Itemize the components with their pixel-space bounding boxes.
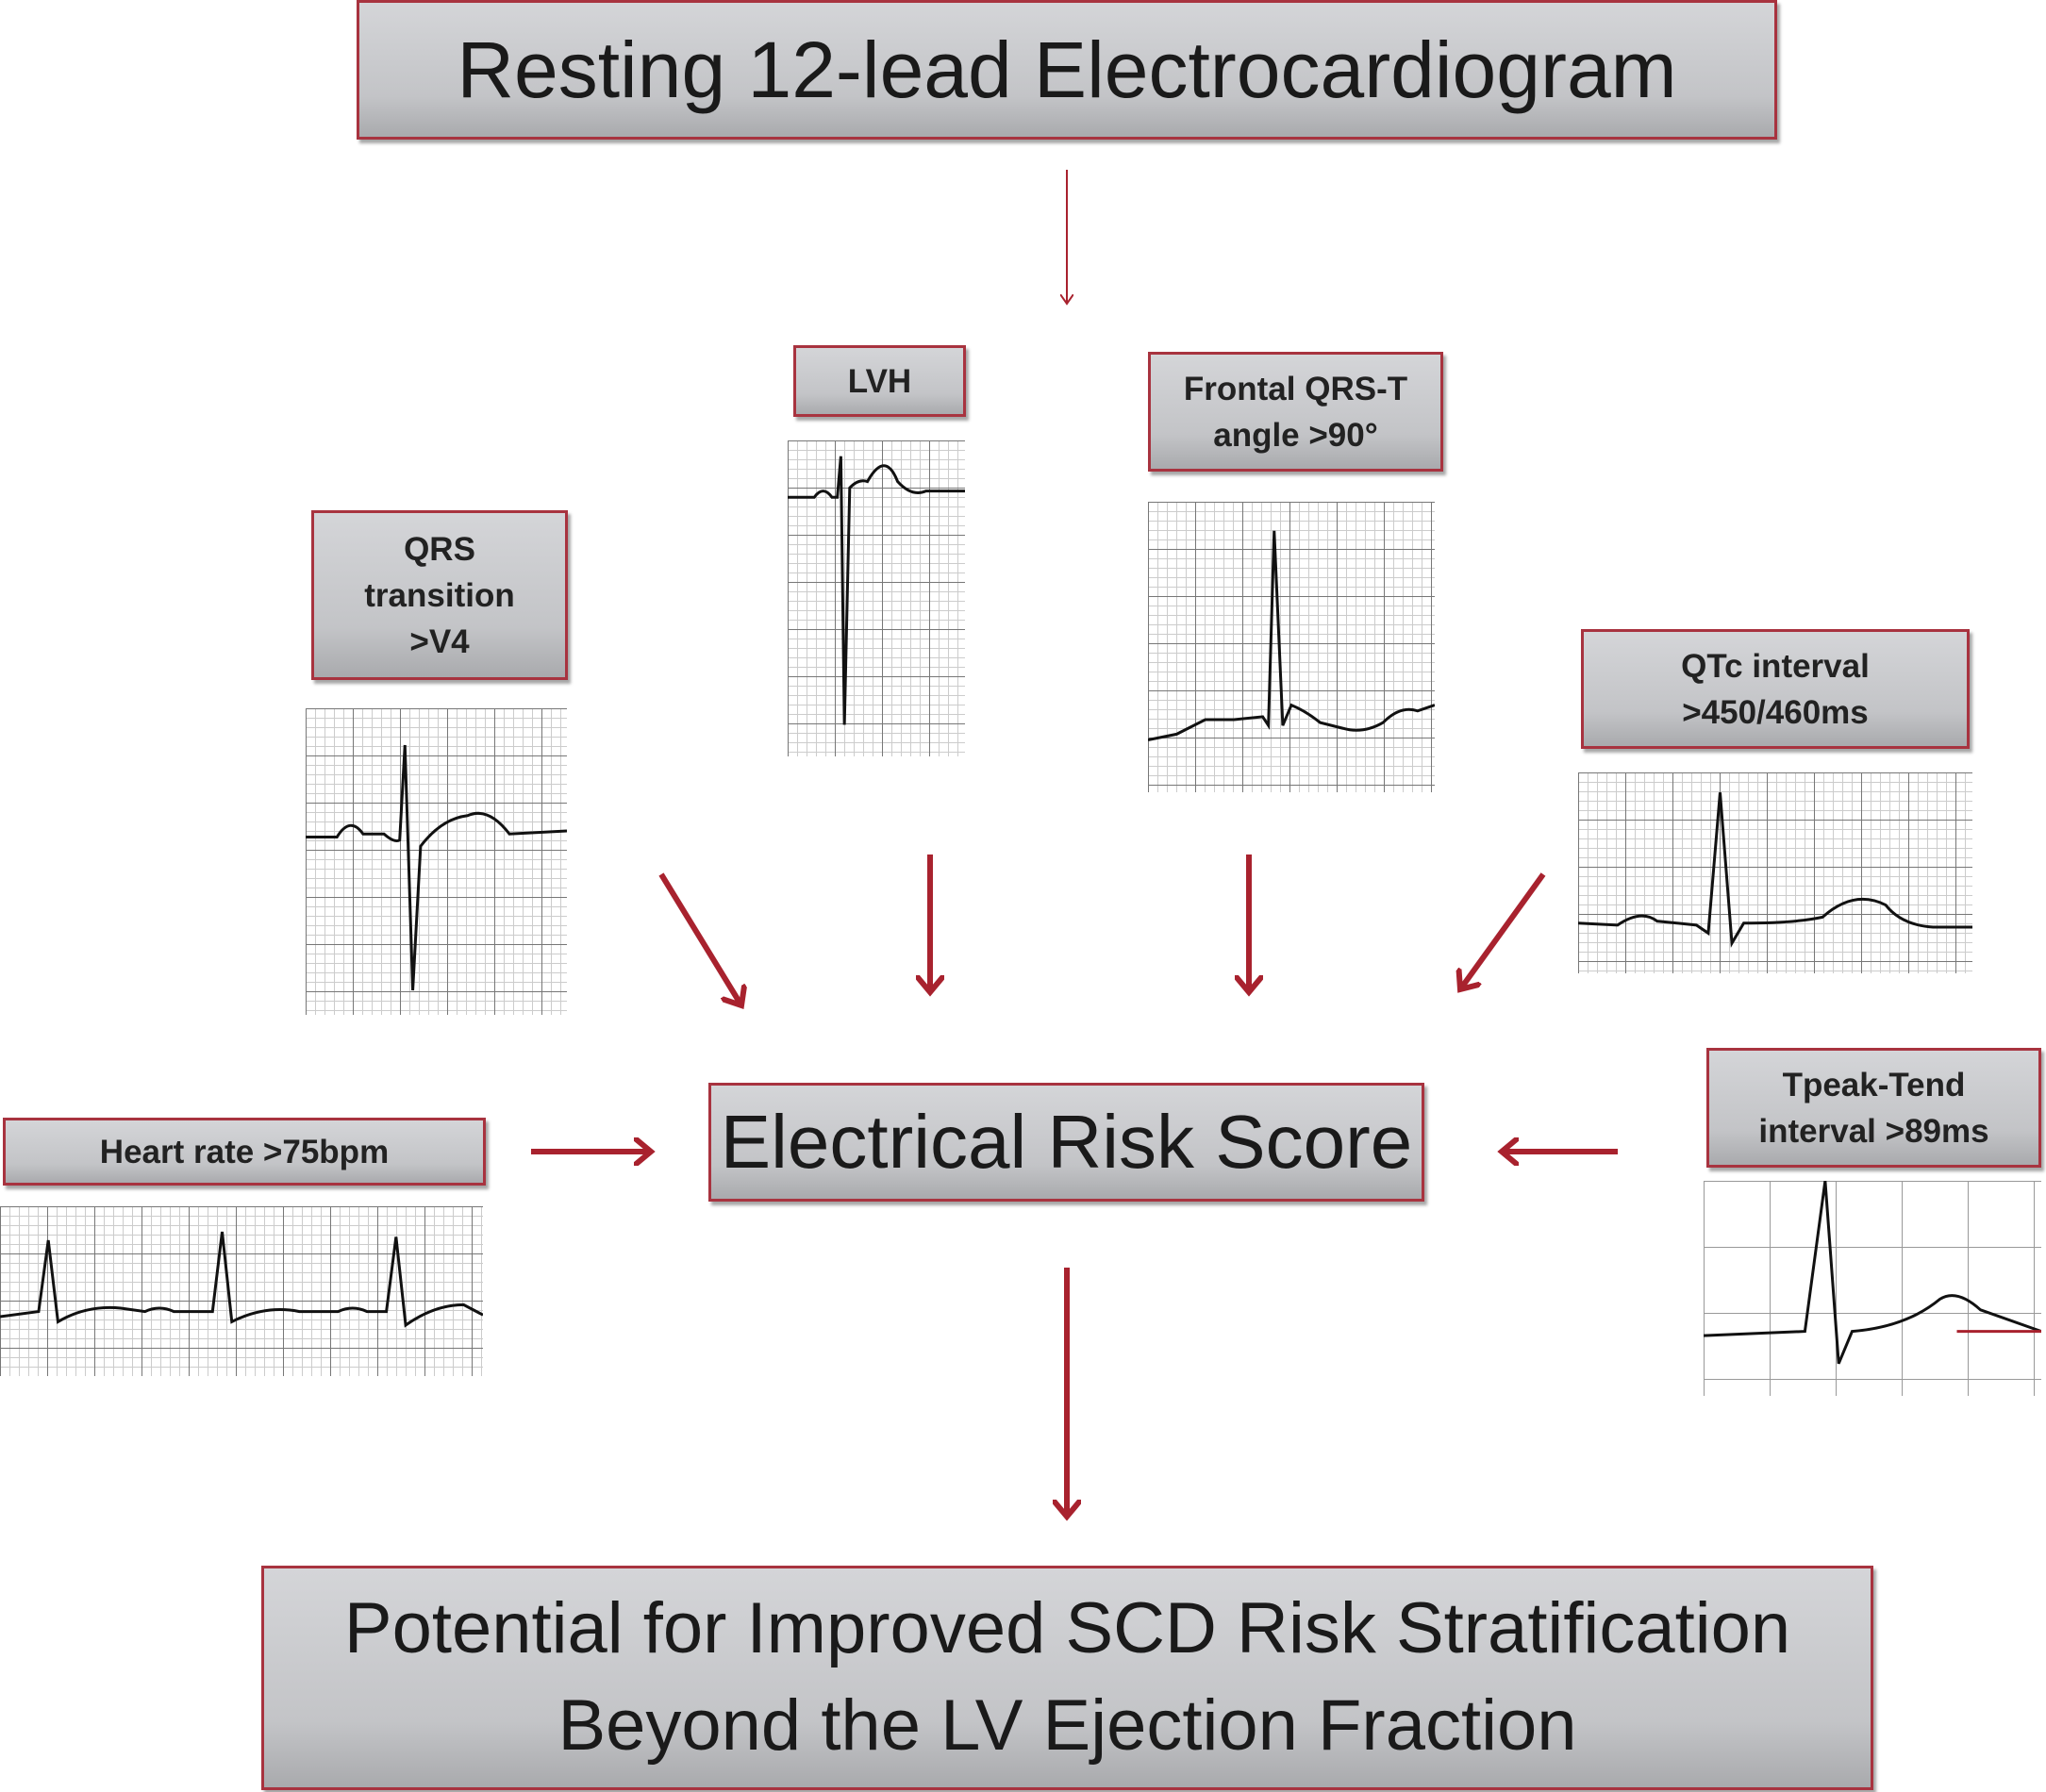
qtc-label-line2: >450/460ms (1682, 693, 1869, 731)
title-box: Resting 12-lead Electrocardiogram (357, 0, 1777, 140)
title-text: Resting 12-lead Electrocardiogram (457, 25, 1677, 114)
outcome-line2: Beyond the LV Ejection Fraction (557, 1685, 1577, 1766)
qrs-label-line1: QRS (404, 530, 475, 568)
outcome-box: Potential for Improved SCD Risk Stratifi… (261, 1566, 1873, 1790)
frontal-label-line2: angle >90° (1213, 416, 1378, 454)
tpeak-label-line1: Tpeak-Tend (1782, 1066, 1966, 1103)
qrs-transition-box: QRS transition >V4 (311, 510, 568, 680)
tpeak-ecg-trace (1704, 1181, 2041, 1396)
lvh-label: LVH (847, 362, 912, 400)
qtc-label-line1: QTc interval (1681, 647, 1870, 685)
arrow-qtc (1460, 872, 1546, 989)
frontal-label-line1: Frontal QRS-T (1183, 370, 1408, 407)
qrs-label-line2: transition (364, 576, 515, 614)
qrs-label-line3: >V4 (409, 622, 470, 660)
heart-rate-ecg-trace (0, 1206, 483, 1376)
electrical-risk-score-box: Electrical Risk Score (708, 1083, 1424, 1202)
frontal-ecg-trace (1148, 502, 1435, 792)
tpeak-label-line2: interval >89ms (1758, 1112, 1989, 1150)
lvh-box: LVH (793, 345, 966, 417)
heart-rate-box: Heart rate >75bpm (3, 1118, 486, 1186)
qtc-ecg-trace (1578, 772, 1972, 973)
frontal-qrs-t-box: Frontal QRS-T angle >90° (1148, 352, 1443, 472)
arrow-qrs (658, 872, 741, 1005)
lvh-ecg-trace (788, 440, 965, 756)
heart-rate-label: Heart rate >75bpm (99, 1133, 390, 1170)
qtc-interval-box: QTc interval >450/460ms (1581, 629, 1970, 749)
tpeak-tend-box: Tpeak-Tend interval >89ms (1706, 1048, 2041, 1168)
qrs-ecg-trace (306, 708, 567, 1015)
electrical-risk-score-text: Electrical Risk Score (720, 1100, 1413, 1184)
outcome-line1: Potential for Improved SCD Risk Stratifi… (343, 1588, 1791, 1669)
